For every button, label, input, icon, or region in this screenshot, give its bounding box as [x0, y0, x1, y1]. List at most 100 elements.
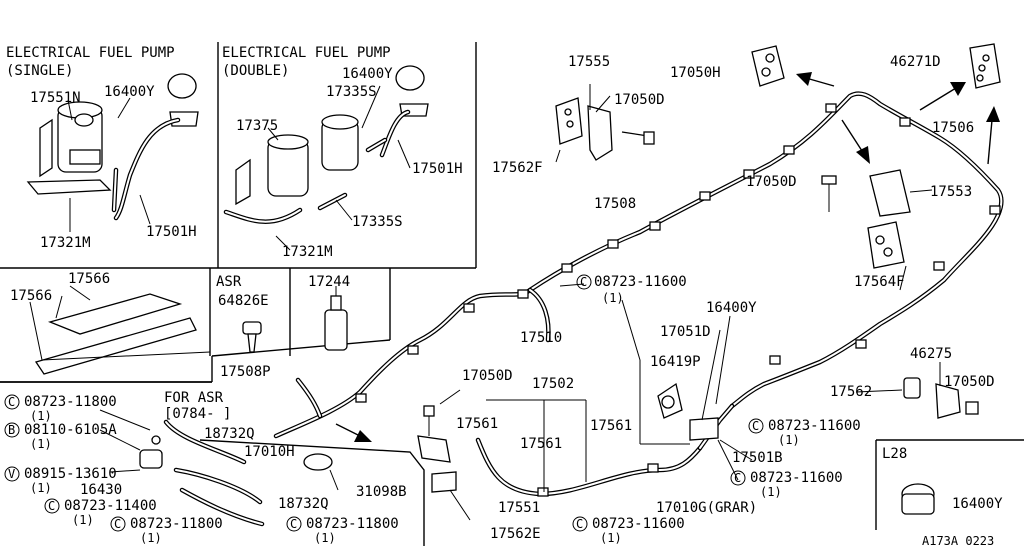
b-mark-6105A: B	[8, 423, 15, 437]
label-08723-11400: 08723-11400	[64, 498, 157, 514]
c-mark-11600-d: C	[576, 517, 583, 531]
qty-13610: (1)	[30, 481, 52, 495]
direction-arrows	[335, 72, 1000, 442]
qty-6105A: (1)	[30, 437, 52, 451]
b-circle-6105A	[4, 422, 20, 438]
label-17510: 17510	[520, 330, 562, 346]
double-pump-subtitle: (DOUBLE)	[222, 63, 289, 79]
c-circle-11800-c	[286, 516, 302, 532]
label-17564F: 17564F	[854, 274, 905, 290]
label-17508: 17508	[594, 196, 636, 212]
c-mark-11600-a: C	[580, 275, 587, 289]
qty-11600-c: (1)	[760, 485, 782, 499]
c-mark-11800-c: C	[290, 517, 297, 531]
qty-11400: (1)	[72, 513, 94, 527]
bracket-panels	[29, 285, 348, 375]
label-17555: 17555	[568, 54, 610, 70]
label-08723-11800-b: 08723-11800	[130, 516, 223, 532]
single-pump-title: ELECTRICAL FUEL PUMP	[6, 45, 175, 61]
mount-parts	[555, 43, 1001, 419]
label-17321M-double: 17321M	[282, 244, 333, 260]
label-17562: 17562	[830, 384, 872, 400]
label-31098B: 31098B	[356, 484, 407, 500]
c-circle-11600-a	[576, 274, 592, 290]
label-46275: 46275	[910, 346, 952, 362]
label-08723-11600-c: 08723-11600	[750, 470, 843, 486]
label-17506: 17506	[932, 120, 974, 136]
lower-pump-assembly	[303, 315, 935, 515]
for-asr-range: [0784- ]	[164, 406, 231, 422]
label-17050D-d: 17050D	[944, 374, 995, 390]
label-17050D-b: 17050D	[746, 174, 797, 190]
label-17335S-bottom: 17335S	[352, 214, 403, 230]
label-17561-c: 17561	[590, 418, 632, 434]
qty-11600-b: (1)	[778, 433, 800, 447]
fuel-pipe-lines	[273, 91, 1004, 497]
label-17375: 17375	[236, 118, 278, 134]
label-17010G-grar: 17010G(GRAR)	[656, 500, 757, 516]
label-17508P: 17508P	[220, 364, 271, 380]
label-08915-13610: 08915-13610	[24, 466, 117, 482]
c-circle-11600-d	[572, 516, 588, 532]
label-17501H-single: 17501H	[146, 224, 197, 240]
label-08110-6105A: 08110-6105A	[24, 422, 117, 438]
label-17010H: 17010H	[244, 444, 295, 460]
label-17501B: 17501B	[732, 450, 783, 466]
label-17050D-a: 17050D	[614, 92, 665, 108]
asr-lower-assembly	[99, 409, 265, 527]
asr-label: ASR	[216, 274, 242, 290]
double-pump-title: ELECTRICAL FUEL PUMP	[222, 45, 391, 61]
label-17050H: 17050H	[670, 65, 721, 81]
label-17562F: 17562F	[492, 160, 543, 176]
qty-11800-b: (1)	[140, 531, 162, 545]
label-18732Q-b: 18732Q	[278, 496, 329, 512]
c-circle-11400	[44, 498, 60, 514]
label-17335S-top: 17335S	[326, 84, 377, 100]
for-asr-label: FOR ASR	[164, 390, 224, 406]
label-17321M-single: 17321M	[40, 235, 91, 251]
label-08723-11800-a: 08723-11800	[24, 394, 117, 410]
l28-label: L28	[882, 446, 907, 462]
v-mark-13610: V	[8, 467, 15, 481]
panel-borders	[0, 42, 1024, 546]
label-17561-b: 17561	[520, 436, 562, 452]
label-17050D-c: 17050D	[462, 368, 513, 384]
c-mark-11800-b: C	[114, 517, 121, 531]
c-mark-11800-a: C	[8, 395, 15, 409]
label-17244: 17244	[308, 274, 350, 290]
leader-lines	[329, 84, 941, 521]
c-mark-11600-b: C	[752, 419, 759, 433]
c-circle-11600-b	[748, 418, 764, 434]
label-08723-11600-b: 08723-11600	[768, 418, 861, 434]
label-17551: 17551	[498, 500, 540, 516]
label-16400Y-double: 16400Y	[342, 66, 393, 82]
pipe-clips	[355, 103, 1001, 497]
v-circle-13610	[4, 466, 20, 482]
label-46271D: 46271D	[890, 54, 941, 70]
label-17561-a: 17561	[456, 416, 498, 432]
c-circle-11800-a	[4, 394, 20, 410]
c-circle-11600-c	[730, 470, 746, 486]
c-mark-11400: C	[48, 499, 55, 513]
footer-code: A173A 0223	[922, 534, 994, 548]
label-17566-b: 17566	[10, 288, 52, 304]
label-16400Y-l28: 16400Y	[952, 496, 1003, 512]
label-18732Q-a: 18732Q	[204, 426, 255, 442]
label-08723-11600-d: 08723-11600	[592, 516, 685, 532]
label-17553: 17553	[930, 184, 972, 200]
qty-11800-a: (1)	[30, 409, 52, 423]
c-mark-11600-c: C	[734, 471, 741, 485]
label-17551N: 17551N	[30, 90, 81, 106]
label-17562E: 17562E	[490, 526, 541, 542]
c-circle-11800-b	[110, 516, 126, 532]
double-fuel-pump-drawing	[223, 65, 429, 251]
label-16419P: 16419P	[650, 354, 701, 370]
single-fuel-pump-drawing	[26, 73, 199, 232]
label-17502: 17502	[532, 376, 574, 392]
qty-11800-c: (1)	[314, 531, 336, 545]
label-17566-a: 17566	[68, 271, 110, 287]
qty-11600-d: (1)	[600, 531, 622, 545]
qty-11600-a: (1)	[602, 291, 624, 305]
label-08723-11600-a: 08723-11600	[594, 274, 687, 290]
